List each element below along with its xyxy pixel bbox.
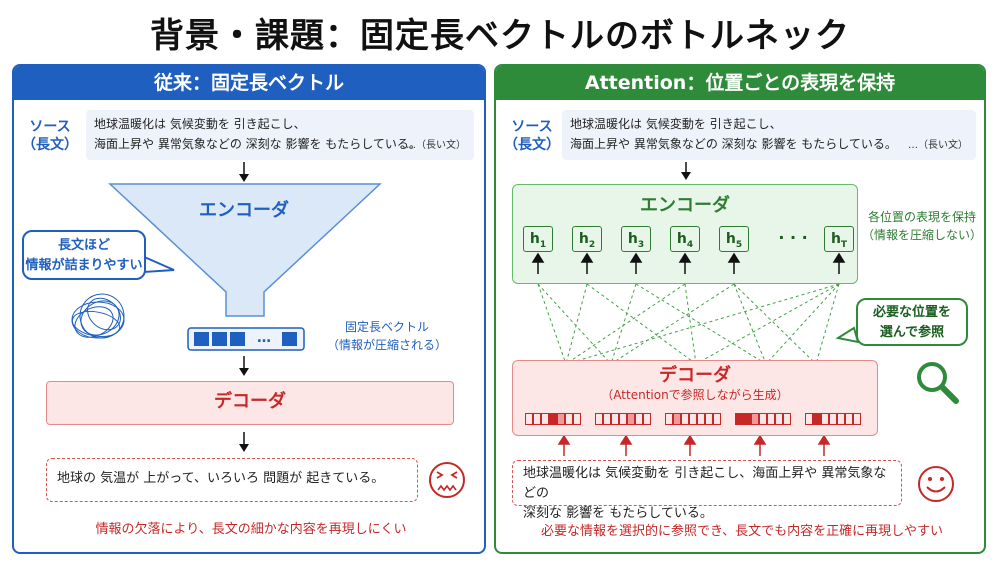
left-source-more: …（長い文） xyxy=(406,140,466,151)
keep-note: 各位置の表現を保持 （情報を圧縮しない） xyxy=(861,210,982,242)
attention-weights xyxy=(525,413,865,427)
right-output-line1: 地球温暖化は 気候変動を 引き起こし、海面上昇や 異常気象などの xyxy=(523,466,887,501)
weight-group xyxy=(525,413,581,425)
left-encoder-label: エンコーダ xyxy=(199,200,289,221)
left-panel: 従来：固定長ベクトル ソース （長文） 地球温暖化は 気候変動を 引き起こし、 … xyxy=(12,64,486,554)
right-output-line2: 深刻な 影響を もたらしている。 xyxy=(523,506,713,521)
vector-note: 固定長ベクトル （情報が圧縮される） xyxy=(326,320,447,352)
left-decoder-label: デコーダ xyxy=(214,391,286,412)
right-bubble: 必要な位置を 選んで参照 xyxy=(856,298,968,346)
left-footer: 情報の欠落により、長文の細かな内容を再現しにくい xyxy=(95,522,407,537)
angry-face-icon xyxy=(429,462,465,498)
right-decoder-box: デコーダ （Attentionで参照しながら生成） xyxy=(512,360,878,436)
left-output-text: 地球の 気温が 上がって、いろいろ 問題が 起きている。 xyxy=(57,471,385,486)
vector-dots: … xyxy=(257,330,271,346)
right-panel-header: Attention：位置ごとの表現を保持 xyxy=(496,66,984,100)
left-decoder-box: デコーダ xyxy=(46,381,454,425)
right-source-text: 地球温暖化は 気候変動を 引き起こし、 海面上昇や 異常気象などの 深刻な 影響… xyxy=(562,110,976,160)
page-title: 背景・課題：固定長ベクトルのボトルネック xyxy=(150,16,850,56)
hidden-state-h5: h5 xyxy=(719,226,749,252)
right-encoder-label: エンコーダ xyxy=(640,195,730,216)
weight-group xyxy=(595,413,651,425)
right-panel: Attention：位置ごとの表現を保持 ソース （長文） 地球温暖化は 気候変… xyxy=(494,64,986,554)
right-footer: 必要な情報を選択的に参照でき、長文でも内容を正確に再現しやすい xyxy=(541,524,943,539)
weight-group xyxy=(735,413,791,425)
encoder-funnel xyxy=(108,183,382,317)
left-diagram-graphics xyxy=(71,162,465,498)
weight-group xyxy=(805,413,861,425)
hidden-state-h1: h1 xyxy=(523,226,553,252)
left-bubble: 長文ほど 情報が詰まりやすい xyxy=(22,230,146,280)
right-decoder-label: デコーダ xyxy=(659,365,731,386)
hidden-state-h4: h4 xyxy=(670,226,700,252)
right-source-more: …（長い文） xyxy=(908,140,968,151)
left-source-label: ソース （長文） xyxy=(22,119,78,153)
right-output-box: 地球温暖化は 気候変動を 引き起こし、海面上昇や 異常気象などの 深刻な 影響を… xyxy=(512,460,902,521)
hidden-state-dots: · · · xyxy=(778,228,808,247)
hidden-state-hT: hT xyxy=(824,226,854,252)
tangled-info-icon xyxy=(71,293,125,339)
right-source-label: ソース （長文） xyxy=(504,119,560,153)
right-decoder-sub: （Attentionで参照しながら生成） xyxy=(601,388,789,402)
left-source-text: 地球温暖化は 気候変動を 引き起こし、 海面上昇や 異常気象などの 深刻な 影響… xyxy=(86,110,474,160)
right-diagram-graphics xyxy=(531,162,959,502)
attention-lines xyxy=(537,283,840,365)
magnifier-icon xyxy=(917,362,959,404)
hidden-state-h3: h3 xyxy=(621,226,651,252)
weight-group xyxy=(665,413,721,425)
hidden-state-h2: h2 xyxy=(572,226,602,252)
left-output-box: 地球の 気温が 上がって、いろいろ 問題が 起きている。 xyxy=(46,458,418,502)
smile-face-icon xyxy=(918,466,954,502)
left-panel-header: 従来：固定長ベクトル xyxy=(14,66,484,100)
